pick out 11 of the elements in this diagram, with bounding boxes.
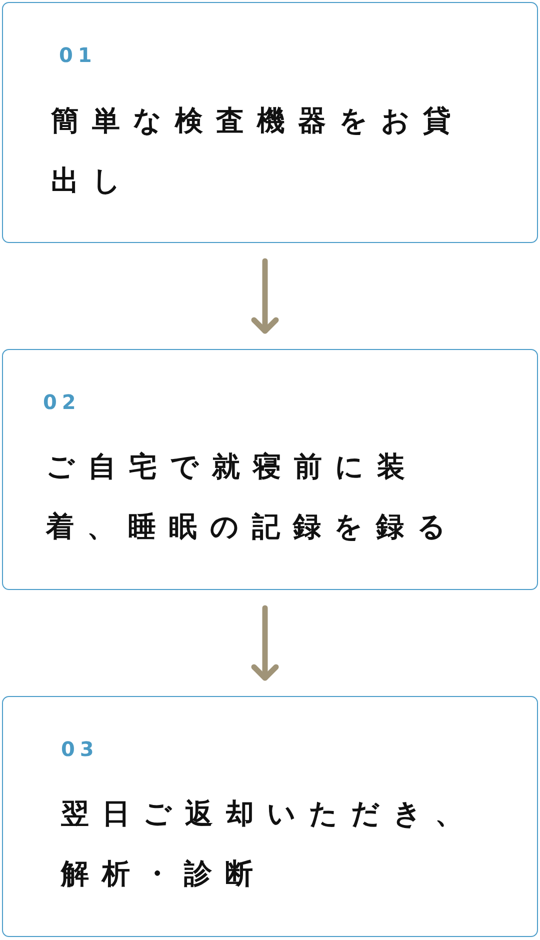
step-box: [2, 349, 538, 590]
step-number: 01: [59, 43, 97, 67]
step-box: [2, 2, 538, 243]
step-text: ご自宅で就寝前に装着、睡眠の記録を録る: [46, 449, 460, 545]
step-number: 02: [43, 390, 81, 414]
step-text: 簡単な検査機器をお貸出し: [51, 103, 465, 199]
step-number: 03: [61, 737, 99, 761]
step-box: [2, 696, 538, 937]
step-text: 翌日ご返却いただき、解析・診断: [61, 796, 477, 892]
down-arrow: [251, 605, 279, 681]
down-arrow: [251, 258, 279, 334]
